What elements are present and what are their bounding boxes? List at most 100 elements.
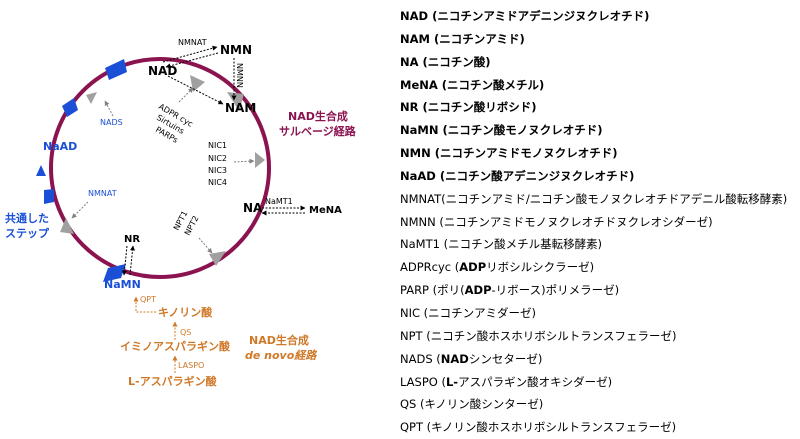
shared-step-arrow-5 bbox=[105, 59, 127, 80]
enzyme-nic3: NIC3 bbox=[208, 166, 227, 175]
legend-entry-npt: NPT (ニコチン酸ホスホリボシルトランスフェラーゼ) bbox=[400, 325, 798, 348]
legend-desc: (ポリ( bbox=[429, 283, 465, 298]
metabolite-na: NA bbox=[243, 201, 263, 215]
legend-desc-end: リボシルシクラーゼ) bbox=[486, 260, 595, 275]
legend-desc: (キノリン酸シンターゼ) bbox=[416, 397, 544, 412]
metabolite-iminoaspartate: イミノアスパラギン酸 bbox=[120, 339, 231, 353]
legend-desc: (ニコチンアミドアデニンジヌクレオチド) bbox=[428, 9, 650, 23]
legend-abbr: NAD bbox=[400, 9, 429, 23]
salvage-cycle-ring bbox=[49, 57, 271, 279]
legend-abbr: QS bbox=[400, 397, 417, 412]
cycle-arrow-bottom-right bbox=[209, 251, 226, 266]
legend-desc: (ニコチンアミドモノヌクレオチド) bbox=[430, 146, 618, 161]
enzyme-nmnat-left: NMNAT bbox=[88, 189, 117, 198]
legend-entry-nr: NR (ニコチン酸リボシド) bbox=[400, 96, 798, 119]
legend-abbr: NA bbox=[400, 54, 419, 69]
legend-desc-bold: L- bbox=[445, 374, 459, 389]
legend-desc: (ニコチンアミダーゼ) bbox=[420, 305, 536, 320]
legend-desc: ( bbox=[432, 351, 441, 366]
legend-desc: (ニコチン酸) bbox=[418, 54, 491, 69]
legend-desc: (ニコチンアミドモノヌクレオチドヌクレオシダーゼ) bbox=[435, 214, 713, 229]
shared-step-arrow-3 bbox=[36, 165, 46, 176]
legend-abbr: NaMN bbox=[400, 123, 439, 138]
enzyme-nads: NADS bbox=[100, 118, 123, 127]
legend-entry-mena: MeNA (ニコチン酸メチル) bbox=[400, 74, 798, 97]
arrow-adpr-pointer bbox=[178, 87, 194, 103]
legend-desc: (ニコチン酸リボシド) bbox=[418, 100, 537, 115]
legend-desc-bold: ADP bbox=[459, 260, 487, 275]
legend-entry-qs: QS (キノリン酸シンターゼ) bbox=[400, 393, 798, 416]
legend-abbr: LASPO bbox=[400, 374, 438, 389]
legend-desc-end: アスパラギン酸オキシダーゼ) bbox=[458, 374, 613, 389]
enzyme-laspo: LASPO bbox=[178, 361, 204, 370]
legend-abbr: NaMT1 bbox=[400, 237, 440, 252]
salvage-pathway-subtitle: サルベージ経路 bbox=[279, 124, 357, 138]
cycle-arrow-top-right bbox=[190, 75, 205, 92]
metabolite-mena: MeNA bbox=[309, 205, 342, 216]
legend-abbr: QPT bbox=[400, 420, 424, 435]
legend-abbr: NADS bbox=[400, 351, 433, 366]
shared-steps-label-line1: 共通した bbox=[5, 211, 49, 225]
legend-desc-end: -リボース)ポリメラーゼ) bbox=[491, 283, 620, 298]
arrow-namn-to-nr bbox=[129, 245, 136, 276]
legend-desc: ( bbox=[437, 374, 446, 389]
enzyme-nmnn: NMNN bbox=[235, 63, 244, 88]
legend-desc: (ニコチン酸アデニンジヌクレオチド) bbox=[435, 168, 635, 183]
metabolite-naad: NaAD bbox=[43, 140, 77, 153]
cycle-arrow-right bbox=[255, 152, 265, 168]
enzyme-qpt: QPT bbox=[140, 295, 156, 304]
shared-steps-label-line2: ステップ bbox=[5, 226, 50, 240]
legend-entry-nic: NIC (ニコチンアミダーゼ) bbox=[400, 302, 798, 325]
denovo-pathway-title: NAD生合成 bbox=[249, 333, 309, 347]
legend-entry-nads: NADS (NADシンセターゼ) bbox=[400, 348, 798, 371]
arrow-nr-to-namn bbox=[121, 245, 128, 276]
legend-abbr: NIC bbox=[400, 305, 421, 320]
abbreviation-legend: NAD (ニコチンアミドアデニンジヌクレオチド) NAM (ニコチンアミド) NA … bbox=[400, 5, 798, 439]
enzyme-qs: QS bbox=[180, 328, 191, 337]
legend-desc: (キノリン酸ホスホリボシルトランスフェラーゼ) bbox=[423, 420, 677, 435]
cycle-arrow-left-lower bbox=[60, 218, 74, 234]
metabolite-nr: NR bbox=[124, 234, 140, 245]
shared-step-arrow-4 bbox=[62, 98, 78, 117]
enzyme-nic4: NIC4 bbox=[208, 178, 227, 187]
legend-desc-end: シンセターゼ) bbox=[468, 351, 543, 366]
metabolite-nad: NAD bbox=[148, 64, 177, 78]
legend-desc: (ニコチン酸メチル) bbox=[437, 77, 545, 92]
legend-abbr: ADPRcyc bbox=[400, 260, 452, 275]
legend-desc: (ニコチン酸メチル基転移酵素) bbox=[439, 237, 603, 252]
enzyme-nic1: NIC1 bbox=[208, 141, 227, 150]
legend-entry-parp: PARP (ポリ(ADP-リボース)ポリメラーゼ) bbox=[400, 279, 798, 302]
arrow-quinolinic-to-namn bbox=[133, 296, 156, 313]
legend-abbr: MeNA bbox=[400, 77, 438, 92]
legend-abbr: PARP bbox=[400, 283, 429, 298]
arrow-nads-pointer bbox=[104, 100, 114, 117]
legend-desc: (ニコチンアミド) bbox=[429, 31, 525, 46]
legend-desc: (ニコチン酸ホスホリボシルトランスフェラーゼ) bbox=[422, 328, 677, 343]
shared-step-arrow-2 bbox=[44, 189, 54, 204]
metabolite-namn: NaMN bbox=[104, 278, 141, 291]
legend-abbr: NMN bbox=[400, 146, 431, 161]
legend-desc-bold: NAD bbox=[440, 351, 469, 366]
legend-entry-adprcyc: ADPRcyc (ADPリボシルシクラーゼ) bbox=[400, 256, 798, 279]
metabolite-nmn: NMN bbox=[220, 43, 252, 57]
arrow-nad-to-nmn bbox=[162, 45, 218, 63]
legend-desc: (ニコチンアミド/ニコチン酸モノヌクレオチドアデニル酸転移酵素) bbox=[441, 191, 788, 206]
legend-entry-na: NA (ニコチン酸) bbox=[400, 51, 798, 74]
cycle-arrow-left-upper bbox=[86, 92, 97, 104]
metabolite-nam: NAM bbox=[225, 101, 256, 115]
enzyme-nic2: NIC2 bbox=[208, 154, 227, 163]
legend-entry-nad: NAD (ニコチンアミドアデニンジヌクレオチド) bbox=[400, 5, 798, 28]
legend-entry-namt1: NaMT1 (ニコチン酸メチル基転移酵素) bbox=[400, 233, 798, 256]
legend-abbr: NaAD bbox=[400, 168, 436, 183]
metabolite-l-aspartate: L-アスパラギン酸 bbox=[128, 374, 218, 388]
salvage-pathway-title: NAD生合成 bbox=[288, 109, 348, 123]
legend-entry-naad: NaAD (ニコチン酸アデニンジヌクレオチド) bbox=[400, 165, 798, 188]
arrow-nmn-to-nad bbox=[165, 52, 219, 69]
legend-abbr: NR bbox=[400, 100, 419, 115]
legend-desc: (ニコチン酸モノヌクレオチド) bbox=[438, 123, 603, 138]
legend-abbr: NAM bbox=[400, 31, 430, 46]
legend-entry-nmnn: NMNN (ニコチンアミドモノヌクレオチドヌクレオシダーゼ) bbox=[400, 211, 798, 234]
metabolite-quinolinic-acid: キノリン酸 bbox=[158, 305, 213, 319]
arrow-nic-pointer bbox=[233, 158, 255, 164]
shared-step-arrow-1 bbox=[103, 264, 126, 282]
